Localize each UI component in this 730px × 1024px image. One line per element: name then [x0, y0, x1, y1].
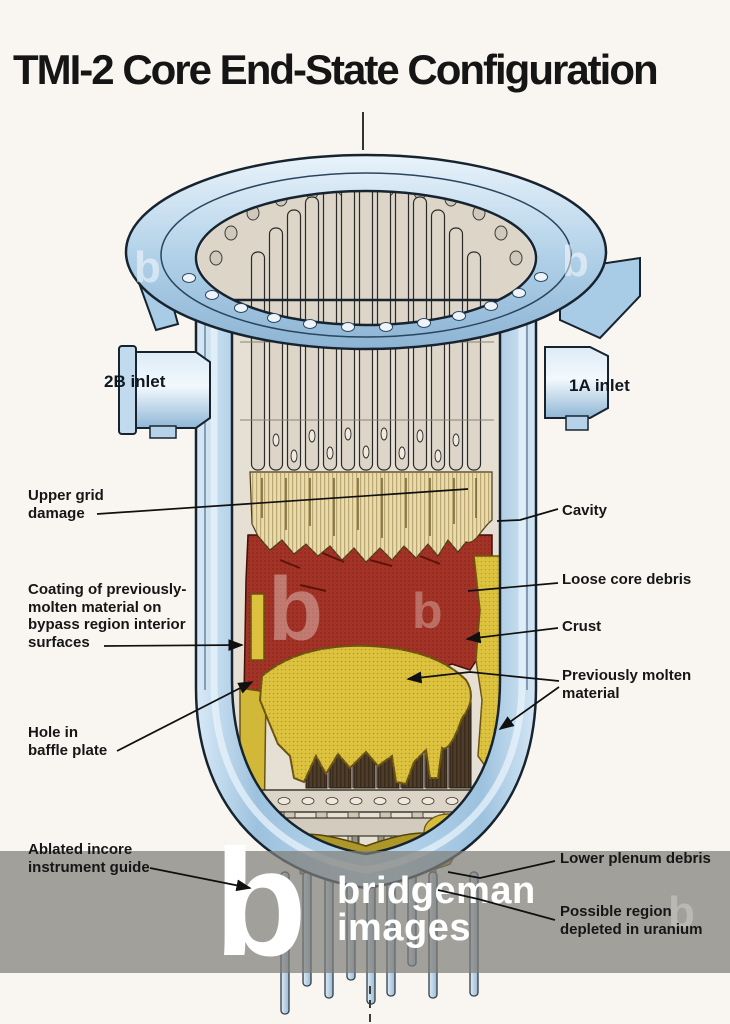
watermark-band: b b bridgeman images [0, 827, 730, 979]
label-crust: Crust [562, 618, 602, 635]
faint-b-watermark: b [668, 888, 695, 937]
bridgeman-logo-b: b [214, 818, 307, 988]
watermark-line2: images [337, 907, 471, 949]
label-1a-inlet: 1A inlet [569, 376, 630, 395]
watermark-line1: bridgeman [337, 870, 536, 912]
label-upper-grid-damage: Upper grid damage [28, 487, 104, 522]
label-ablated-guide: Ablated incore instrument guide [28, 841, 150, 876]
label-lower-plenum-debris: Lower plenum debris [560, 850, 711, 867]
page-title: TMI-2 Core End-State Configuration [13, 46, 659, 93]
faint-b-watermark: b [134, 243, 161, 292]
faint-b-watermark: b [412, 583, 443, 639]
inlet-nozzle-1a [544, 346, 609, 431]
flange-bolt-holes [182, 272, 548, 332]
label-coating: Coating of previously- molten material o… [28, 581, 187, 651]
label-loose-core-debris: Loose core debris [562, 571, 692, 588]
label-possible-region: Possible region depleted in uranium [560, 903, 703, 938]
inlet-nozzle-2b [118, 345, 211, 439]
label-cavity: Cavity [562, 502, 608, 519]
bridgeman-wordmark: bridgeman images [337, 870, 536, 949]
vessel-flange [124, 153, 608, 351]
label-previously-molten: Previously molten material [562, 667, 692, 702]
faint-b-watermark: b [562, 237, 589, 286]
label-2b-inlet: 2B inlet [104, 372, 166, 391]
faint-watermarks: b b b b [134, 237, 589, 660]
faint-b-watermark: b [268, 560, 323, 660]
label-hole-in-baffle: Hole in baffle plate [28, 724, 108, 759]
